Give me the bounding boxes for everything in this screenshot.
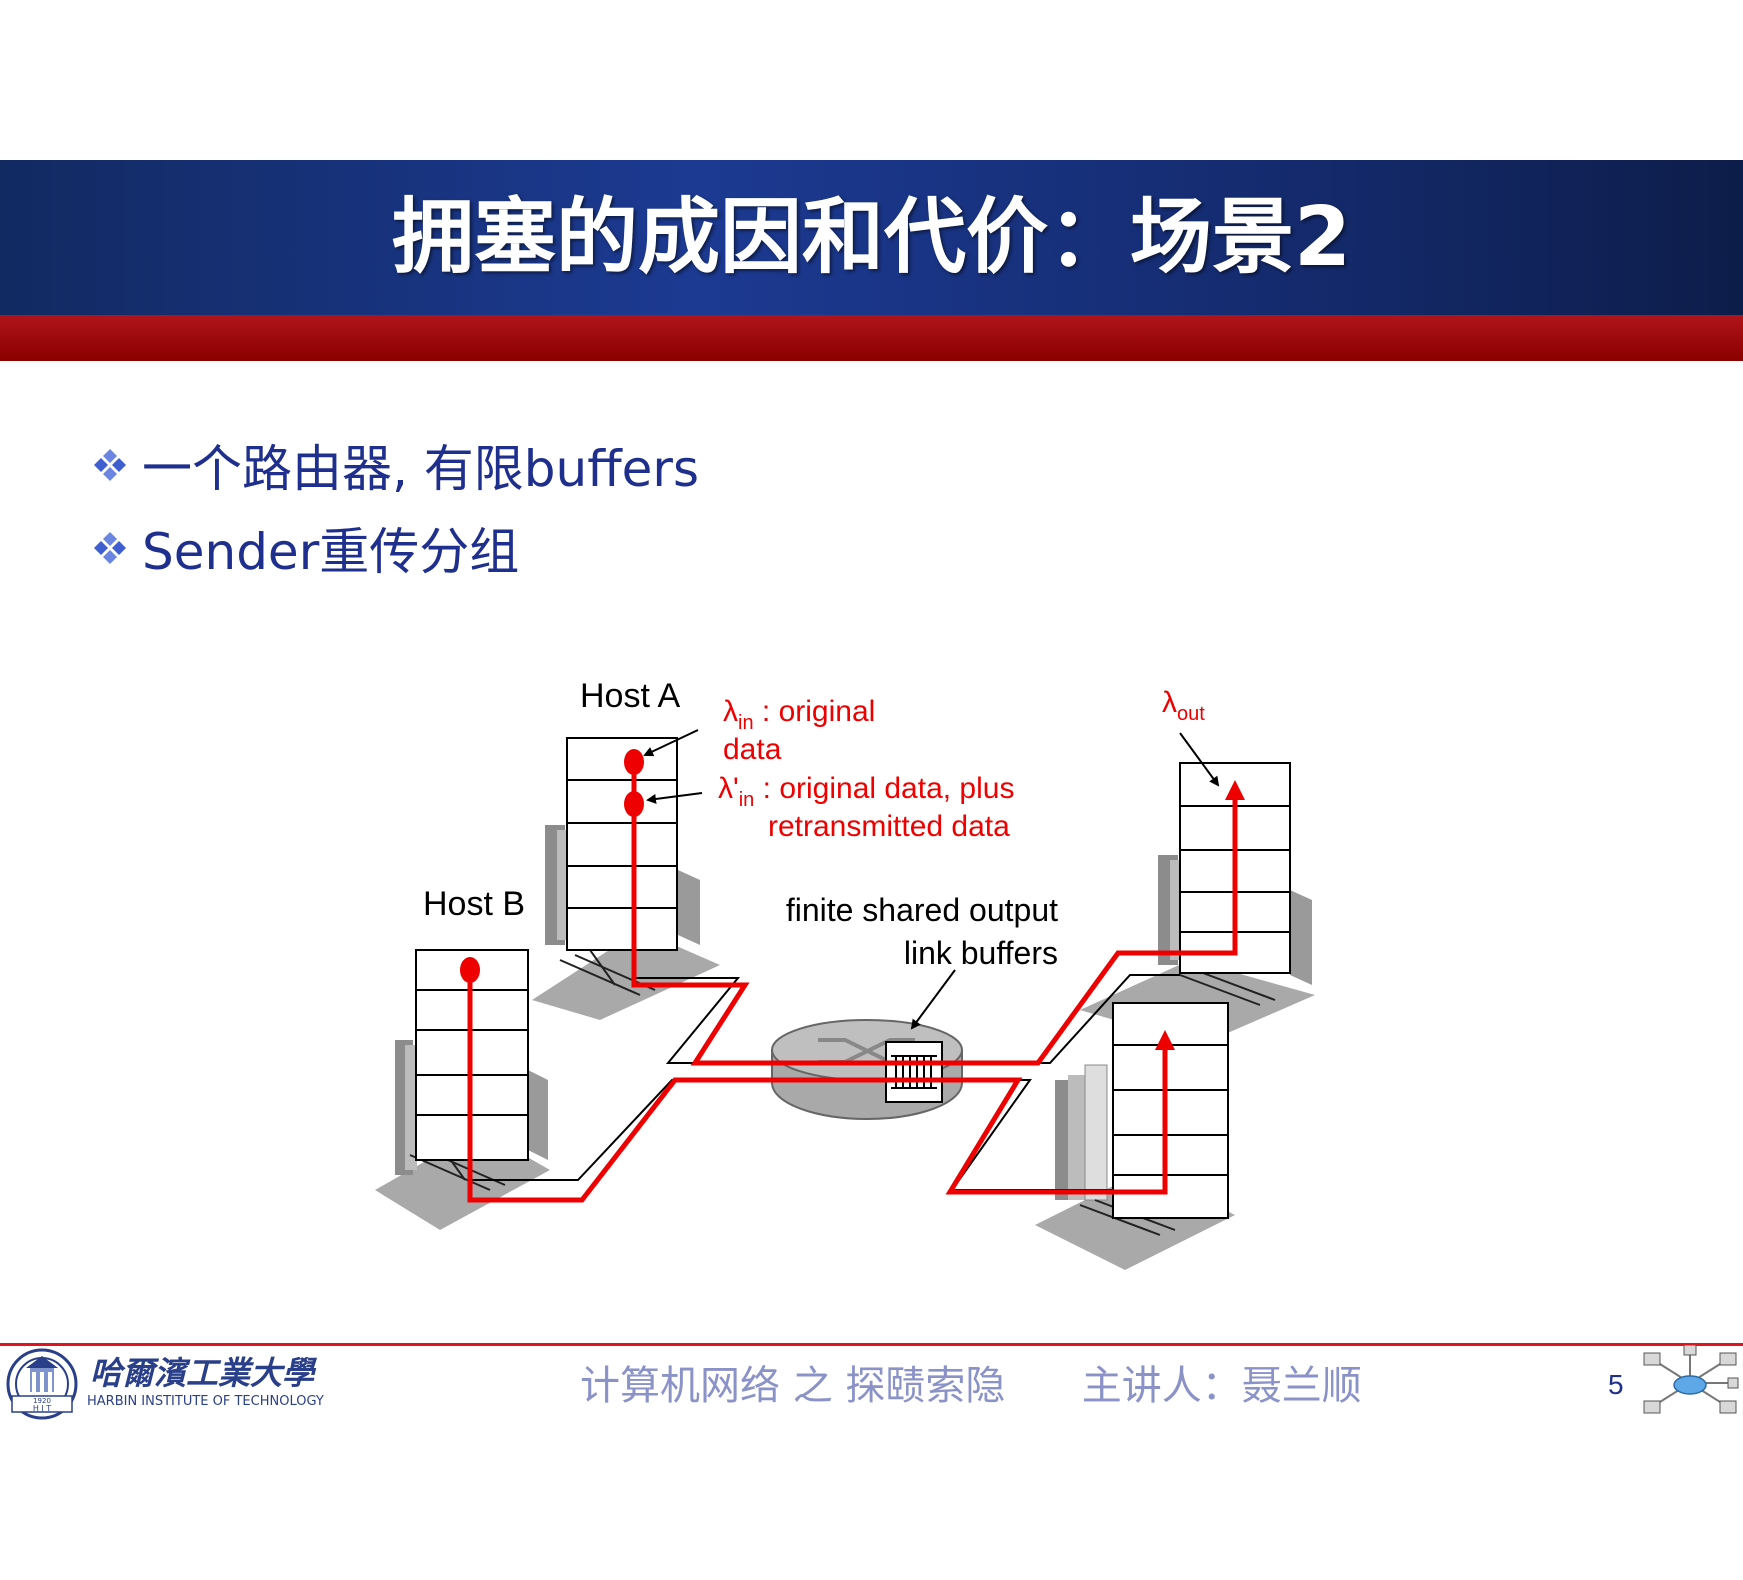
lambda-in-arrow <box>643 729 699 757</box>
university-name-cn: 哈爾濱工業大學 <box>90 1354 318 1392</box>
network-diagram: Host A Host B λin : original data λ'in :… <box>375 677 1315 1270</box>
lambda-in-prime-label: λ'in : original data, plus <box>718 772 1014 811</box>
title-bar: 拥塞的成因和代价：场景2 <box>0 160 1743 315</box>
lambda-out-subscript: out <box>1177 703 1205 725</box>
buffer-label-line1: finite shared output <box>786 892 1058 928</box>
diamond-bullet-icon <box>94 532 126 564</box>
lambda-in-symbol: λ <box>723 695 738 728</box>
host-a-label: Host A <box>580 677 680 715</box>
buffer-label-arrow <box>910 969 956 1030</box>
host-a-computer <box>532 737 720 1020</box>
host-b-label: Host B <box>423 885 525 923</box>
lambda-in-label: λin : original <box>723 695 875 734</box>
bullet-text: Sender重传分组 <box>142 523 520 581</box>
logo-year: 1920 <box>33 1397 51 1405</box>
host-b-computer <box>375 949 550 1230</box>
flow-markers <box>460 749 644 983</box>
bullet-item: 一个路由器, 有限buffers <box>92 425 699 505</box>
lambda-in-subscript: in <box>738 712 754 734</box>
lambda-in-description-line2: data <box>723 733 782 766</box>
lambda-in-description: : original <box>754 695 876 728</box>
receiver-host-bottom <box>1035 1002 1235 1270</box>
hit-emblem-icon: 1920 H I T <box>6 1348 78 1420</box>
footer-divider <box>0 1343 1743 1346</box>
lambda-out-arrow <box>1179 732 1220 787</box>
flow-host-a <box>631 762 1245 1066</box>
footer-course-title: 计算机网络 之 探赜索隐 主讲人：聂兰顺 <box>580 1363 1362 1409</box>
lambda-out-symbol: λ <box>1162 686 1177 719</box>
hit-logo: 1920 H I T 哈爾濱工業大學 HARBIN INSTITUTE OF T… <box>6 1348 324 1420</box>
lambda-out-label: λout <box>1162 686 1205 725</box>
title-red-band <box>0 315 1743 361</box>
network-topology-icon <box>1643 1345 1739 1414</box>
buffer-label-line2: link buffers <box>904 935 1058 971</box>
lambda-in-prime-arrow <box>646 792 703 804</box>
flow-host-b <box>467 970 1175 1203</box>
lambda-in-prime-description: : original data, plus <box>754 772 1014 805</box>
lambda-in-prime-symbol: λ' <box>718 772 739 805</box>
bullet-list: 一个路由器, 有限buffers Sender重传分组 <box>92 425 699 588</box>
page-number: 5 <box>1608 1369 1624 1400</box>
bullet-item: Sender重传分组 <box>92 508 699 588</box>
bullet-text: 一个路由器, 有限buffers <box>142 440 700 498</box>
lambda-in-prime-description-line2: retransmitted data <box>768 810 1010 843</box>
logo-initials: H I T <box>33 1404 51 1413</box>
slide-title: 拥塞的成因和代价：场景2 <box>391 190 1352 285</box>
university-name-en: HARBIN INSTITUTE OF TECHNOLOGY <box>87 1394 324 1409</box>
lambda-in-prime-subscript: in <box>739 789 755 811</box>
output-buffer <box>885 1041 943 1103</box>
diamond-bullet-icon <box>94 449 126 481</box>
